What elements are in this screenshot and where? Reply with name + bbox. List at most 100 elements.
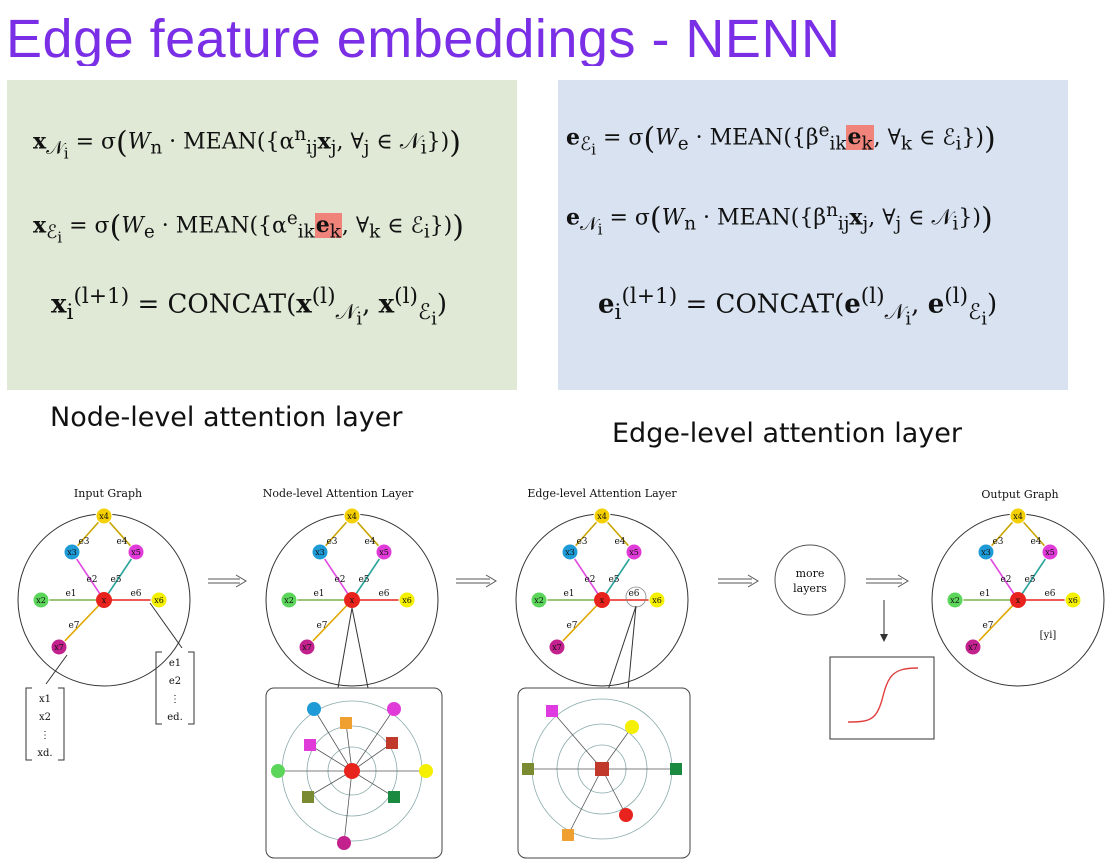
node-layer-graph-node-label-x5: x5 bbox=[379, 548, 389, 557]
node-layer-graph-node-x7 bbox=[298, 638, 316, 656]
node-detail-link-9 bbox=[343, 770, 353, 844]
node-detail-link-8 bbox=[351, 770, 395, 798]
output-graph-node-label-x2: x2 bbox=[950, 596, 960, 605]
edge-layer-graph-node-x3 bbox=[561, 543, 579, 561]
edge-layer-graph-node-label-x2: x2 bbox=[534, 596, 544, 605]
edge-level-caption: Edge-level attention layer bbox=[612, 418, 962, 449]
node-layer-graph-node-x5 bbox=[375, 543, 393, 561]
edge-eq-neighbor-aggregation: e𝒩i = σ(Wn · MEAN({βnijxj, ∀j ∈ 𝒩i})) bbox=[566, 200, 993, 239]
edge-detail-link-4 bbox=[601, 768, 627, 816]
output-graph-node-x4 bbox=[1009, 507, 1027, 525]
input-graph-edge-7 bbox=[58, 599, 105, 648]
node-detail-neighbor-0 bbox=[307, 702, 321, 716]
node-layer-graph-node-label-x3: x3 bbox=[315, 548, 325, 557]
node-detail-link-1 bbox=[351, 708, 395, 772]
edge-layer-graph-edge-label-4: e4 bbox=[614, 537, 625, 547]
edge-detail-link-0 bbox=[551, 710, 603, 770]
slide-title: Edge feature embeddings - NENN bbox=[6, 9, 841, 66]
input-graph-edge-label-2: e2 bbox=[86, 575, 97, 585]
node-detail-link-3 bbox=[351, 742, 393, 772]
node-detail-edge-8 bbox=[388, 791, 400, 803]
input-graph-node-center bbox=[96, 592, 112, 608]
edge-layer-graph-edge-2 bbox=[569, 551, 603, 601]
edge-layer-graph-node-x6 bbox=[648, 591, 666, 609]
edge-layer-graph-edge-label-1: e1 bbox=[563, 589, 574, 599]
node-feature-vector-item-1: x2 bbox=[39, 712, 51, 723]
node-layer-graph-node-center-label: x bbox=[350, 596, 355, 605]
input-graph-node-label-x7: x7 bbox=[54, 643, 64, 652]
zoom-line-node-right bbox=[351, 607, 369, 689]
stage-title-edge-level: Edge-level Attention Layer bbox=[527, 487, 677, 500]
input-graph-edge-5 bbox=[103, 551, 137, 601]
node-detail-neighbor-1 bbox=[387, 702, 401, 716]
node-feature-vector-item-2: ⋮ bbox=[40, 730, 50, 741]
node-layer-graph-edge-5 bbox=[351, 551, 385, 601]
edge-layer-graph-node-center bbox=[594, 592, 610, 608]
node-layer-graph-node-label-x6: x6 bbox=[402, 596, 412, 605]
input-graph-edge-label-6: e6 bbox=[130, 589, 141, 599]
edge-layer-graph-edge-7 bbox=[556, 599, 603, 648]
node-detail-center bbox=[344, 763, 360, 779]
input-graph-node-x3 bbox=[63, 543, 81, 561]
edge-feature-vector-left-bracket bbox=[155, 651, 162, 725]
output-graph-edge-2 bbox=[985, 551, 1019, 601]
edge-layer-graph-node-label-x4: x4 bbox=[597, 512, 607, 521]
node-layer-graph-node-label-x4: x4 bbox=[347, 512, 357, 521]
node-layer-graph-edge-label-3: e3 bbox=[326, 537, 337, 547]
node-feature-vector-item-0: x1 bbox=[39, 694, 51, 705]
input-graph-edge-label-1: e1 bbox=[65, 589, 76, 599]
zoom-line-edge-right bbox=[627, 605, 637, 691]
stage-title-input: Input Graph bbox=[74, 487, 142, 500]
edge-eq-concat: ei(l+1) = CONCAT(e(l)𝒩i, e(l)ℰi) bbox=[598, 284, 998, 330]
output-graph-edge-7 bbox=[972, 599, 1019, 648]
output-graph-node-center bbox=[1010, 592, 1026, 608]
node-eq-concat: xi(l+1) = CONCAT(x(l)𝒩i, x(l)ℰi) bbox=[51, 284, 448, 330]
node-detail-link-0 bbox=[313, 708, 353, 772]
output-graph-edge-label-4: e4 bbox=[1030, 537, 1041, 547]
output-graph-edge-label-1: e1 bbox=[979, 589, 990, 599]
node-eq-edge-aggregation: xℰi = σ(We · MEAN({αeikek, ∀k ∈ ℰi})) bbox=[33, 208, 464, 247]
sigmoid-curve bbox=[847, 667, 919, 723]
input-graph-node-x4 bbox=[95, 507, 113, 525]
output-graph-edge-label-6: e6 bbox=[1044, 589, 1055, 599]
node-layer-graph-node-x2 bbox=[280, 591, 298, 609]
node-detail-neighbor-6 bbox=[419, 764, 433, 778]
input-graph-edge-2 bbox=[71, 551, 105, 601]
edge-layer-graph-node-label-x5: x5 bbox=[629, 548, 639, 557]
output-graph-edge-5 bbox=[1017, 551, 1051, 601]
output-graph-node-label-x5: x5 bbox=[1045, 548, 1055, 557]
edge-layer-graph-edge-label-3: e3 bbox=[576, 537, 587, 547]
edge-layer-graph-edge-label-2: e2 bbox=[584, 575, 595, 585]
edge-layer-graph-node-x7 bbox=[548, 638, 566, 656]
edge-detail-center bbox=[595, 762, 609, 776]
edge-eq-edge-aggregation: eℰi = σ(We · MEAN({βeikek, ∀k ∈ ℰi})) bbox=[566, 120, 996, 159]
output-graph-node-x3 bbox=[977, 543, 995, 561]
node-detail-edge-7 bbox=[302, 791, 314, 803]
node-eq-neighbor-aggregation: x𝒩i = σ(Wn · MEAN({αnijxj, ∀j ∈ 𝒩i})) bbox=[33, 124, 461, 163]
edge-detail-node-1 bbox=[625, 720, 639, 734]
node-layer-graph-node-label-x7: x7 bbox=[302, 643, 312, 652]
edge-level-equations-panel: eℰi = σ(We · MEAN({βeikek, ∀k ∈ ℰi})) e𝒩… bbox=[558, 80, 1068, 390]
edge-layer-graph-node-label-x7: x7 bbox=[552, 643, 562, 652]
node-detail-edge-3 bbox=[386, 737, 398, 749]
edge-layer-graph-edge-label-5: e5 bbox=[608, 575, 619, 585]
more-layers-text-2: layers bbox=[793, 582, 827, 595]
edge-layer-graph-node-x5 bbox=[625, 543, 643, 561]
output-graph-node-x7 bbox=[964, 638, 982, 656]
input-graph-node-x6 bbox=[150, 591, 168, 609]
node-detail-edge-2 bbox=[340, 717, 352, 729]
edge-feature-vector-item-1: e2 bbox=[169, 676, 181, 687]
node-layer-graph-edge-label-1: e1 bbox=[313, 589, 324, 599]
arrow-edge-to-more bbox=[718, 574, 759, 588]
output-graph-edge-label-7: e7 bbox=[982, 621, 993, 631]
input-graph-edge-label-4: e4 bbox=[116, 537, 127, 547]
arrow-more-to-output bbox=[866, 574, 909, 588]
arrow-to-sigmoid-head bbox=[880, 634, 888, 642]
input-graph-edge-label-7: e7 bbox=[68, 621, 79, 631]
input-graph-node-label-x6: x6 bbox=[154, 596, 164, 605]
output-graph-edge-label-5: e5 bbox=[1024, 575, 1035, 585]
arrow-node-to-edge bbox=[456, 574, 497, 588]
node-layer-graph-node-x6 bbox=[398, 591, 416, 609]
output-graph-node-center-label: x bbox=[1016, 596, 1021, 605]
edge-layer-graph-node-x4 bbox=[593, 507, 611, 525]
